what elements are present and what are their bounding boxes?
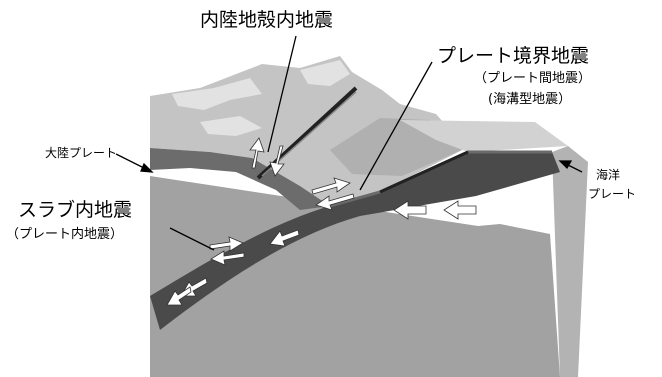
- subducting-slab: [150, 152, 560, 330]
- plate-motion-arrow-5: [166, 286, 192, 306]
- land-highlight: [172, 60, 350, 136]
- sea-floor: [400, 120, 568, 152]
- slab-arrow-upper: [209, 236, 244, 252]
- label-slab-earthquake: スラブ内地震: [18, 199, 133, 221]
- label-plate-boundary-earthquake: プレート境界地震: [437, 45, 590, 67]
- label-trench-earthquake: (海溝型地震）: [488, 92, 572, 107]
- leader-oceanic-head: [558, 160, 573, 170]
- inland-arrow-down: [269, 145, 285, 177]
- label-continental-plate: 大陸プレート: [45, 146, 118, 160]
- label-interplate-earthquake: （プレート間地震）: [474, 71, 592, 86]
- plate-motion-arrow-3: [269, 229, 300, 247]
- inland-arrow-up: [249, 137, 265, 169]
- leader-inland: [267, 35, 297, 153]
- mantle-front-face: [150, 176, 560, 377]
- continental-crust: [150, 148, 330, 210]
- ocean-block-side: [552, 146, 588, 377]
- leader-slab: [169, 227, 215, 251]
- label-oceanic-plate-line1: 海洋: [596, 168, 621, 182]
- boundary-arrow-lower: [315, 193, 355, 211]
- label-inland-crustal-earthquake: 内陸地殻内地震: [200, 9, 334, 31]
- leader-boundary: [359, 61, 433, 191]
- trench-line: [379, 150, 469, 194]
- plate-motion-arrow-1: [443, 200, 477, 220]
- plate-motion-arrow-2: [393, 200, 427, 220]
- slab-arrow-lower: [210, 250, 245, 266]
- label-oceanic-plate-line2: プレート: [588, 187, 637, 201]
- leader-continental-head: [140, 162, 154, 173]
- label-intraplate-earthquake: （プレート内地震）: [6, 227, 124, 242]
- boundary-arrow-upper: [311, 177, 351, 195]
